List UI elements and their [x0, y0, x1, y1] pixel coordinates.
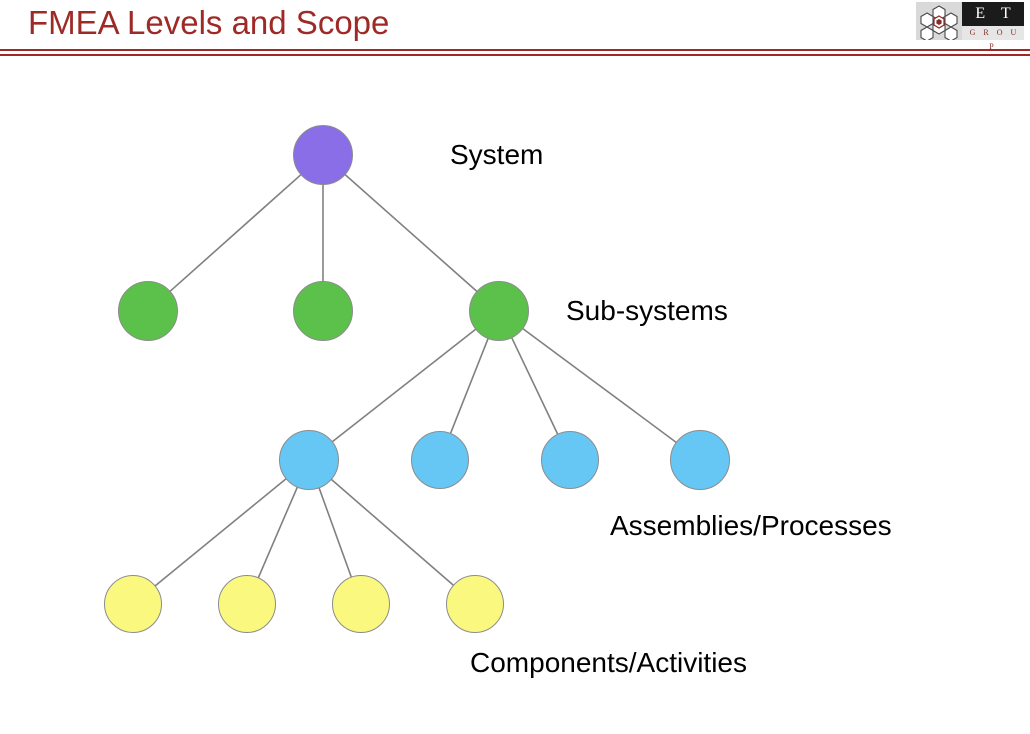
caption-components-activities: Components/Activities — [470, 647, 748, 678]
slide-header: FMEA Levels and Scope — [0, 0, 1030, 56]
node-sys-1[interactable] — [293, 125, 353, 185]
honeycomb-icon — [916, 2, 962, 42]
node-cmp-1[interactable] — [104, 575, 162, 633]
caption-assemblies-processes: Assemblies/Processes — [610, 510, 892, 541]
edge-sub-3-to-asm-4 — [521, 327, 678, 444]
edge-sub-3-to-asm-3 — [510, 336, 559, 436]
header-rule-bottom — [0, 54, 1030, 56]
header-rule-top — [0, 49, 1030, 51]
eti-group-logo: E T I G R O U P — [916, 2, 1024, 51]
node-asm-2[interactable] — [411, 431, 469, 489]
caption-sub-systems: Sub-systems — [566, 295, 728, 326]
edge-asm-1-to-cmp-2 — [257, 486, 299, 579]
node-sub-3[interactable] — [469, 281, 529, 341]
header-rule-gap — [0, 51, 1030, 54]
edge-asm-1-to-cmp-1 — [154, 477, 288, 587]
honeycomb-icon-svg — [920, 5, 958, 42]
diagram-edges — [154, 173, 678, 587]
node-cmp-2[interactable] — [218, 575, 276, 633]
edge-sys-1-to-sub-1 — [169, 173, 302, 293]
node-asm-1[interactable] — [279, 430, 339, 490]
edge-sub-3-to-asm-1 — [331, 328, 477, 443]
edge-sys-1-to-sub-3 — [344, 173, 478, 293]
edge-asm-1-to-cmp-4 — [330, 478, 455, 587]
node-asm-3[interactable] — [541, 431, 599, 489]
node-sub-2[interactable] — [293, 281, 353, 341]
edge-asm-1-to-cmp-3 — [318, 487, 353, 578]
node-cmp-3[interactable] — [332, 575, 390, 633]
edge-sub-3-to-asm-2 — [449, 337, 490, 435]
page-title: FMEA Levels and Scope — [28, 4, 390, 41]
node-sub-1[interactable] — [118, 281, 178, 341]
node-cmp-4[interactable] — [446, 575, 504, 633]
logo-secondary-text: G R O U P — [962, 26, 1024, 51]
caption-system: System — [450, 139, 544, 170]
logo-primary-text: E T I — [962, 2, 1024, 46]
node-asm-4[interactable] — [670, 430, 730, 490]
